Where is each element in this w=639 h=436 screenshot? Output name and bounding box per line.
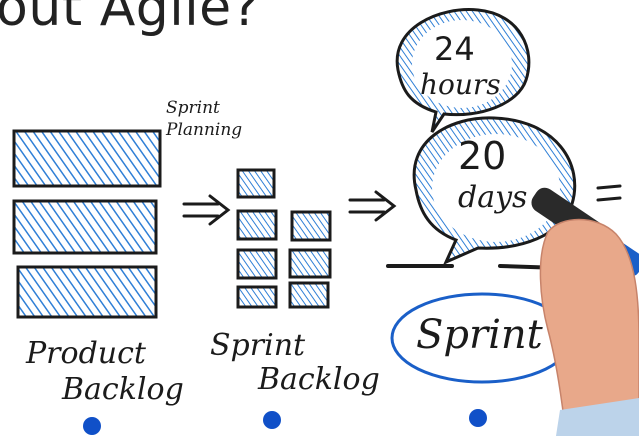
- sprint-label: Sprint: [416, 312, 543, 358]
- underline-strokes: [386, 264, 562, 270]
- hours-value: 24: [434, 30, 475, 68]
- sprint-backlog-boxes: [236, 168, 332, 309]
- label-sprint-backlog-line1: Sprint: [210, 328, 306, 363]
- days-bubble: [412, 116, 577, 265]
- equals-sign: [596, 184, 622, 202]
- pins: [83, 409, 487, 435]
- hours-bubble: [395, 8, 531, 133]
- arrow-to-sprint: [348, 190, 397, 222]
- arrow-to-sprint-backlog: [182, 194, 231, 226]
- label-sprint-planning-line1: Sprint: [166, 98, 220, 118]
- days-unit: days: [458, 180, 528, 215]
- hours-unit: hours: [420, 68, 501, 101]
- days-value: 20: [458, 134, 507, 178]
- label-sprint-backlog-line2: Backlog: [258, 362, 380, 397]
- title-fragment: out Agile?: [0, 0, 260, 38]
- hand-with-marker: [531, 187, 639, 436]
- label-product-backlog-line2: Backlog: [62, 372, 184, 407]
- label-product-backlog-line1: Product: [26, 336, 146, 371]
- product-backlog-bars: [12, 129, 162, 319]
- label-sprint-planning-line2: Planning: [166, 120, 243, 140]
